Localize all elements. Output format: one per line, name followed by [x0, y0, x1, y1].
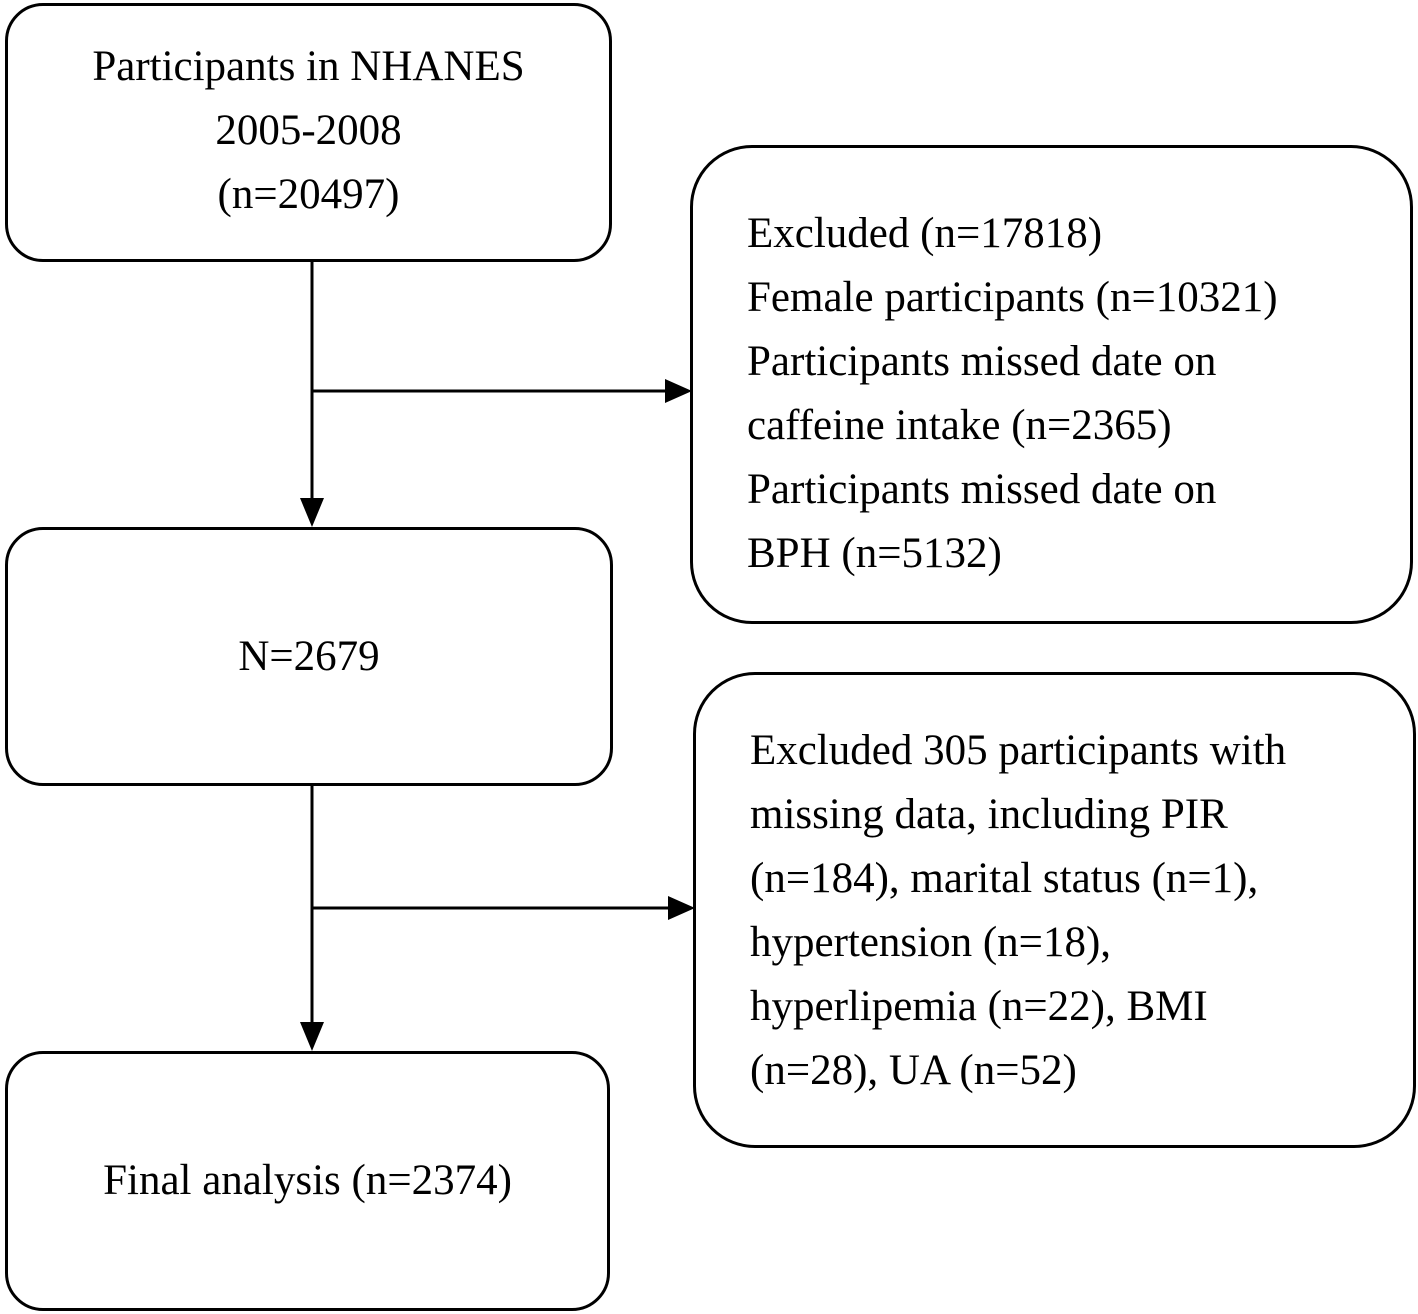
excluded-2-text: Excluded 305 participants with missing d…	[750, 719, 1286, 1103]
excluded-1-line: Participants missed date on	[747, 338, 1217, 385]
excluded-box-2: Excluded 305 participants with missing d…	[693, 672, 1416, 1148]
excluded-box-1: Excluded (n=17818) Female participants (…	[690, 145, 1413, 624]
arrowhead-down-2	[300, 1022, 324, 1051]
excluded-1-line: BPH (n=5132)	[747, 530, 1002, 577]
participants-box: Participants in NHANES 2005-2008 (n=2049…	[5, 3, 612, 262]
final-analysis-line: Final analysis (n=2374)	[103, 1157, 512, 1204]
excluded-2-line: missing data, including PIR	[750, 791, 1228, 838]
excluded-2-line: Excluded 305 participants with	[750, 727, 1287, 774]
n2679-text: N=2679	[238, 625, 379, 689]
excluded-1-line: Excluded (n=17818)	[747, 210, 1103, 257]
excluded-2-line: (n=28), UA (n=52)	[750, 1047, 1077, 1094]
n2679-line: N=2679	[238, 632, 380, 680]
excluded-1-text: Excluded (n=17818) Female participants (…	[747, 202, 1278, 586]
excluded-1-line: Participants missed date on	[747, 466, 1217, 513]
excluded-1-line: caffeine intake (n=2365)	[747, 402, 1172, 449]
participants-line: 2005-2008	[215, 106, 402, 154]
participants-line: (n=20497)	[217, 170, 400, 218]
excluded-2-line: hypertension (n=18),	[750, 919, 1112, 966]
final-analysis-text: Final analysis (n=2374)	[103, 1149, 512, 1213]
arrowhead-right-1	[665, 379, 692, 403]
participants-line: Participants in NHANES	[92, 42, 525, 90]
arrowhead-right-2	[668, 896, 695, 920]
excluded-2-line: hyperlipemia (n=22), BMI	[750, 983, 1208, 1030]
n2679-box: N=2679	[5, 527, 613, 786]
excluded-2-line: (n=184), marital status (n=1),	[750, 855, 1259, 902]
participants-text: Participants in NHANES 2005-2008 (n=2049…	[92, 35, 524, 227]
final-analysis-box: Final analysis (n=2374)	[5, 1051, 610, 1311]
arrowhead-down-1	[300, 498, 324, 527]
excluded-1-line: Female participants (n=10321)	[747, 274, 1278, 321]
